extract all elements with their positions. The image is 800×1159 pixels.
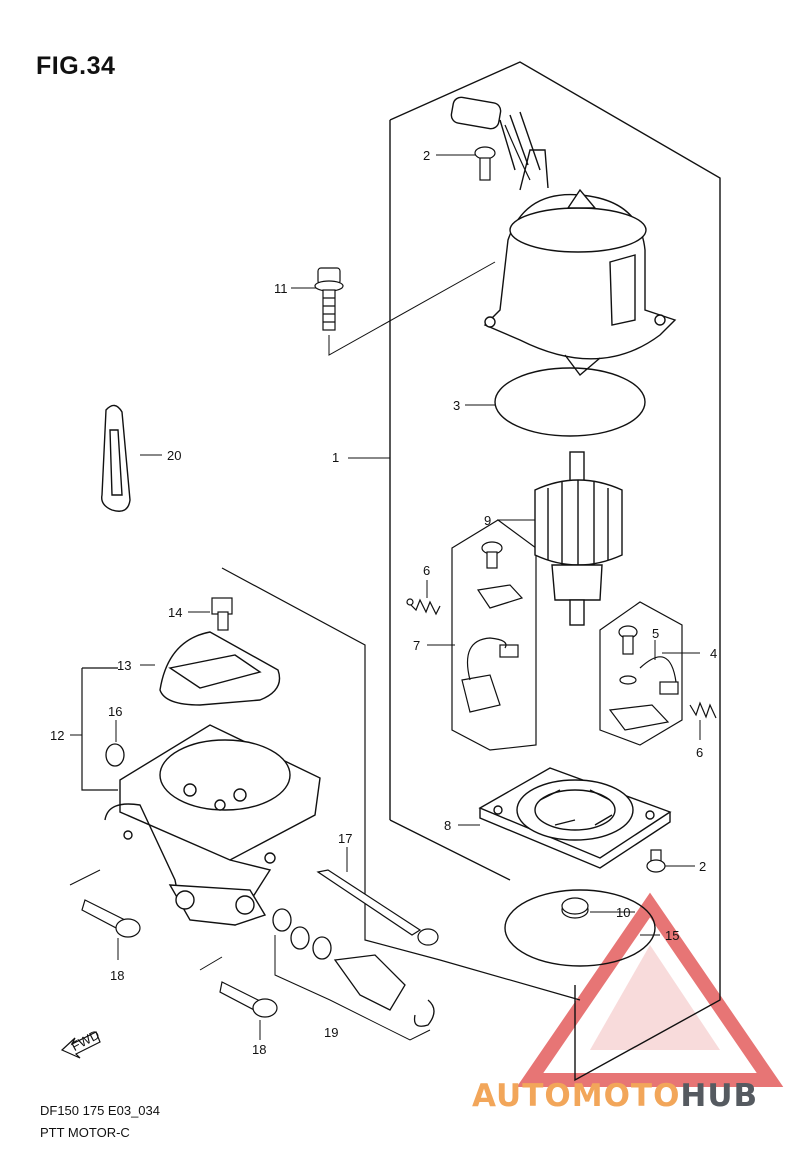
part-number-label: 20 (167, 448, 181, 463)
part-number-label: 3 (453, 398, 460, 413)
end-cover (478, 767, 672, 869)
part-number-label: 16 (108, 704, 122, 719)
part-number-label: 14 (168, 605, 182, 620)
part-number-label: 6 (696, 745, 703, 760)
long-bolt (316, 869, 439, 946)
figure-code: DF150 175 E03_034 (40, 1103, 160, 1118)
part-number-label: 15 (665, 928, 679, 943)
triangle-logo-icon (516, 892, 784, 1087)
part-number-label: 2 (423, 148, 430, 163)
lead-wire (504, 124, 531, 181)
motor-housing (450, 96, 677, 377)
brand-part-1: AUTO (472, 1078, 572, 1114)
brush-holder (608, 625, 679, 731)
part-number-label: 11 (274, 281, 288, 296)
bolt-leader-line (328, 261, 496, 356)
small-o-ring (105, 743, 125, 767)
part-number-label: 12 (50, 728, 64, 743)
spring (689, 701, 717, 719)
part-number-label: 18 (252, 1042, 266, 1057)
leader-lines (69, 154, 701, 1041)
figure-subtitle: PTT MOTOR-C (40, 1125, 130, 1140)
bolt (314, 267, 344, 331)
part-number-label: 9 (484, 513, 491, 528)
figure-title: FIG.34 (36, 52, 116, 80)
brush-holder (461, 541, 524, 713)
part-number-label: 19 (324, 1025, 338, 1040)
brush-holder-group-outline-right (599, 601, 683, 746)
oil-seal (561, 897, 589, 919)
brand-part-2: MOTO (571, 1078, 681, 1114)
part-number-label: 8 (444, 818, 451, 833)
part-number-label: 2 (699, 859, 706, 874)
part-number-label: 5 (652, 626, 659, 641)
retaining-strap (101, 404, 131, 512)
fwd-arrow-icon (60, 1031, 101, 1059)
part-number-label: 6 (423, 563, 430, 578)
pump-group-outline (81, 567, 581, 1001)
motor-assembly-outline (389, 61, 721, 1082)
pump-body (104, 724, 321, 926)
armature (534, 451, 623, 626)
screw (474, 146, 496, 181)
brand-watermark: AUTOMOTOHUB (472, 1078, 758, 1114)
screw (646, 849, 666, 873)
brand-part-3: HUB (680, 1078, 759, 1114)
o-ring-set (272, 908, 435, 1027)
pump-plate (159, 631, 281, 706)
part-number-label: 1 (332, 450, 339, 465)
part-number-label: 18 (110, 968, 124, 983)
flange-bolt (219, 981, 278, 1018)
fitting (211, 597, 233, 631)
part-number-label: 13 (117, 658, 131, 673)
part-number-label: 10 (616, 905, 630, 920)
part-number-label: 7 (413, 638, 420, 653)
o-ring (494, 367, 646, 437)
part-number-label: 4 (710, 646, 717, 661)
o-ring-large (504, 889, 656, 967)
part-number-label: 17 (338, 831, 352, 846)
flange-bolt (81, 899, 141, 938)
spring (406, 598, 441, 616)
